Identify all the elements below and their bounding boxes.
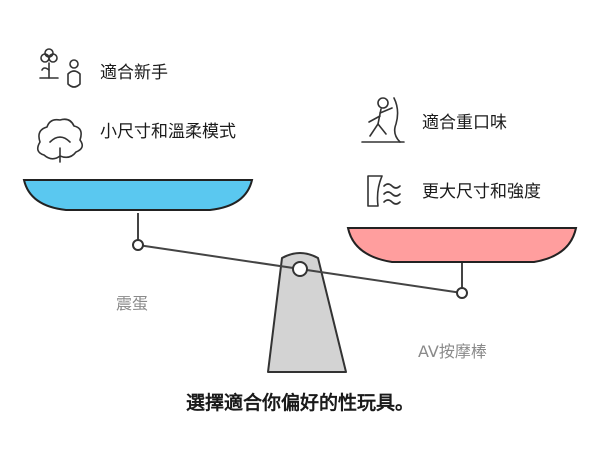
- left-pan: [22, 179, 254, 211]
- climbing-figure-icon: [361, 97, 405, 143]
- left-item-name: 震蛋: [116, 294, 149, 313]
- left-feature-2: 小尺寸和溫柔模式: [100, 122, 236, 142]
- diagram-title: 選擇適合你偏好的性玩具。: [185, 392, 414, 414]
- right-item-name: AV按摩棒: [418, 342, 487, 361]
- center-pivot: [292, 261, 308, 277]
- right-pan: [346, 227, 578, 263]
- left-pivot: [132, 239, 144, 251]
- right-feature-1: 適合重口味: [422, 113, 507, 133]
- soft-cloud-icon: [36, 118, 84, 163]
- right-feature-2: 更大尺寸和強度: [422, 182, 541, 202]
- left-feature-1: 適合新手: [100, 63, 168, 83]
- beginner-icon: [39, 48, 81, 88]
- waves-icon: [367, 175, 401, 207]
- right-pivot: [456, 287, 468, 299]
- fulcrum: [267, 252, 347, 373]
